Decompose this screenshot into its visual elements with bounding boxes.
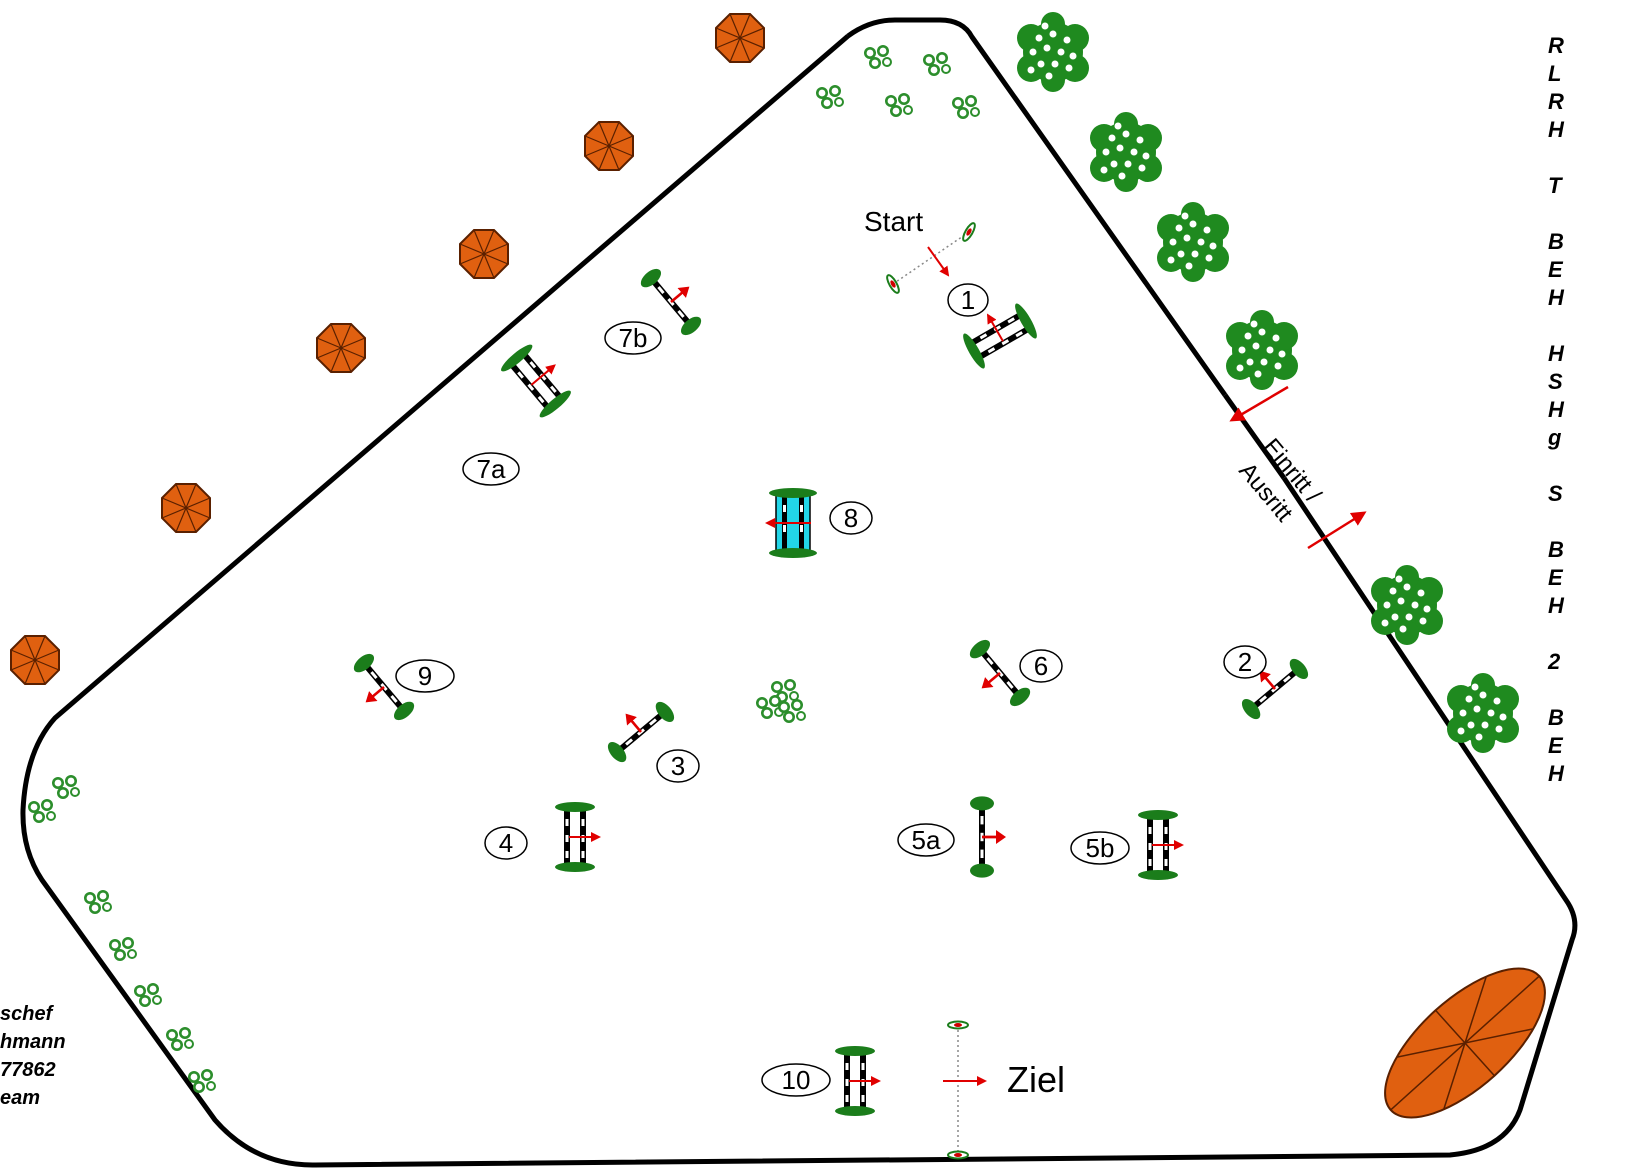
obstacle-number-text: 9 xyxy=(418,661,432,691)
tree-icon xyxy=(1017,12,1089,92)
notes-line: H xyxy=(1548,397,1564,422)
notes-line xyxy=(1548,676,1564,704)
shrub-icon xyxy=(134,983,162,1007)
start-line xyxy=(883,220,979,296)
umbrella-icon xyxy=(459,229,509,279)
umbrella-icon xyxy=(161,483,211,533)
notes-line xyxy=(1548,452,1564,480)
shrub-icon xyxy=(52,775,80,799)
notes-line: L xyxy=(1548,61,1562,86)
notes-line: T xyxy=(1548,173,1562,198)
notes-line: 77862 xyxy=(0,1059,56,1081)
notes-line: H xyxy=(1548,341,1564,366)
start-label: Start xyxy=(864,206,923,237)
notes-line: R xyxy=(1548,89,1564,114)
obstacle-number-5a: 5a xyxy=(897,823,955,857)
shrub-icon xyxy=(923,52,951,76)
shrub-icon xyxy=(28,799,56,823)
obstacle-7a xyxy=(498,339,577,421)
notes-line xyxy=(1548,508,1564,536)
obstacle-9 xyxy=(343,650,418,730)
tent-icon xyxy=(1384,967,1546,1119)
obstacle-number-text: 1 xyxy=(961,285,975,315)
obstacle-number-5b: 5b xyxy=(1070,831,1130,865)
umbrella-icon xyxy=(715,13,765,63)
tree-icon xyxy=(1371,565,1443,645)
umbrella-icon xyxy=(10,635,60,685)
tree-icon xyxy=(1447,673,1519,753)
tree-icon xyxy=(1226,310,1298,390)
shrub-icon xyxy=(84,890,112,914)
obstacle-number-text: 3 xyxy=(671,751,685,781)
obstacle-5b xyxy=(1138,810,1182,880)
obstacle-6 xyxy=(959,636,1034,716)
shrub-icon xyxy=(864,45,892,69)
entrance-arrow xyxy=(1229,385,1289,422)
tree-icon xyxy=(1157,202,1229,282)
notes-line: hmann xyxy=(0,1031,66,1053)
obstacle-number-text: 7b xyxy=(619,323,648,353)
obstacle-10 xyxy=(835,1046,879,1116)
obstacle-number-text: 7a xyxy=(477,454,506,484)
shrub-icon xyxy=(816,85,844,109)
notes-line: B xyxy=(1548,537,1564,562)
notes-line: B xyxy=(1548,705,1564,730)
obstacle-number-text: 5a xyxy=(912,825,941,855)
notes-line: H xyxy=(1548,117,1564,142)
obstacle-number-text: 2 xyxy=(1238,647,1252,677)
obstacle-number-4: 4 xyxy=(484,826,528,860)
obstacle-number-text: 10 xyxy=(782,1065,811,1095)
notes-line: 2 xyxy=(1548,649,1561,674)
umbrella-icon xyxy=(316,323,366,373)
obstacle-number-text: 8 xyxy=(844,503,858,533)
obstacle-number-2: 2 xyxy=(1223,645,1267,679)
obstacle-number-6: 6 xyxy=(1019,649,1063,683)
shrub-icon xyxy=(109,937,137,961)
arena-boundary xyxy=(20,17,1578,1168)
finish-label: Ziel xyxy=(1007,1059,1065,1100)
notes-line: E xyxy=(1548,565,1563,590)
notes-line xyxy=(1548,144,1564,172)
obstacle-number-3: 3 xyxy=(656,749,700,783)
shrub-icon xyxy=(166,1027,194,1051)
shrub-icon xyxy=(885,93,913,117)
notes-line: R xyxy=(1548,33,1564,58)
obstacle-4 xyxy=(555,802,599,872)
notes-line: S xyxy=(1548,481,1563,506)
obstacle-8 xyxy=(767,488,817,558)
notes-line xyxy=(1548,620,1564,648)
finish-line xyxy=(943,1020,987,1160)
notes-line: E xyxy=(1548,733,1563,758)
notes-line: H xyxy=(1548,593,1564,618)
tree-icon xyxy=(1090,112,1162,192)
obstacle-number-8: 8 xyxy=(829,501,873,535)
notes-line xyxy=(1548,312,1564,340)
umbrella-icon xyxy=(584,121,634,171)
obstacle-number-1: 1 xyxy=(947,283,989,317)
obstacle-number-10: 10 xyxy=(761,1063,831,1097)
bottom-left-notes-panel: schef hmann 77862 eam xyxy=(0,1000,66,1112)
notes-line: eam xyxy=(0,1087,41,1109)
obstacle-number-9: 9 xyxy=(395,659,455,693)
obstacle-number-7a: 7a xyxy=(462,452,520,486)
notes-line: g xyxy=(1548,425,1562,450)
obstacle-number-text: 4 xyxy=(499,828,513,858)
obstacle-5a xyxy=(970,796,1004,877)
shrub-icon xyxy=(778,699,806,723)
obstacle-number-7b: 7b xyxy=(604,321,662,355)
obstacle-number-text: 5b xyxy=(1086,833,1115,863)
obstacle-number-text: 6 xyxy=(1034,651,1048,681)
notes-line: E xyxy=(1548,257,1563,282)
notes-line: B xyxy=(1548,229,1564,254)
notes-line: H xyxy=(1548,285,1564,310)
shrub-icon xyxy=(952,95,980,119)
notes-line xyxy=(1548,200,1564,228)
notes-line: S xyxy=(1548,369,1563,394)
exit-arrow xyxy=(1307,511,1367,550)
notes-line: H xyxy=(1548,761,1564,786)
notes-line: schef xyxy=(0,1003,53,1025)
